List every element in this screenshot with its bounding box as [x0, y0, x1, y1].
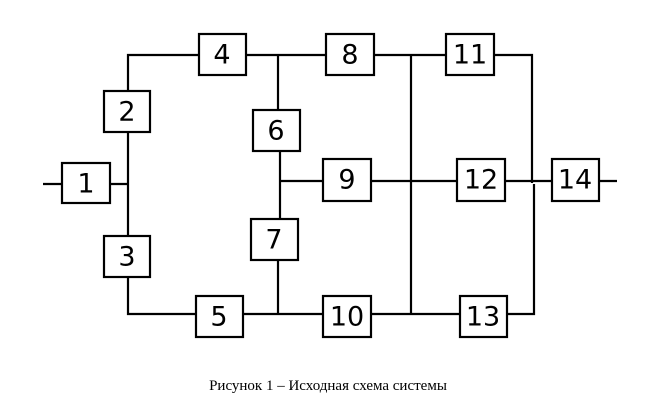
svg-text:6: 6	[267, 116, 284, 147]
svg-text:9: 9	[338, 165, 355, 196]
svg-text:5: 5	[210, 302, 227, 333]
svg-text:12: 12	[464, 165, 498, 196]
block-6: 6	[251, 108, 302, 153]
svg-text:4: 4	[213, 40, 230, 71]
connections	[43, 53, 617, 316]
block-1: 1	[60, 161, 112, 205]
block-2: 2	[102, 89, 152, 134]
svg-text:8: 8	[341, 40, 358, 71]
block-7: 7	[249, 217, 300, 262]
svg-text:13: 13	[466, 302, 500, 333]
block-9: 9	[321, 157, 373, 203]
block-13: 13	[458, 294, 509, 339]
block-4: 4	[197, 32, 248, 77]
block-3: 3	[102, 234, 152, 279]
block-14: 14	[550, 157, 601, 203]
block-12: 12	[455, 157, 507, 203]
svg-text:14: 14	[558, 165, 592, 196]
block-5: 5	[194, 294, 245, 339]
figure-caption: Рисунок 1 – Исходная схема системы	[209, 378, 447, 394]
svg-text:2: 2	[118, 97, 135, 128]
svg-text:11: 11	[453, 40, 487, 71]
block-11: 11	[444, 32, 496, 77]
svg-text:1: 1	[77, 169, 94, 200]
block-8: 8	[324, 32, 376, 77]
svg-text:7: 7	[265, 225, 282, 256]
svg-text:10: 10	[330, 302, 364, 333]
svg-text:3: 3	[118, 242, 135, 273]
block-10: 10	[321, 294, 373, 339]
